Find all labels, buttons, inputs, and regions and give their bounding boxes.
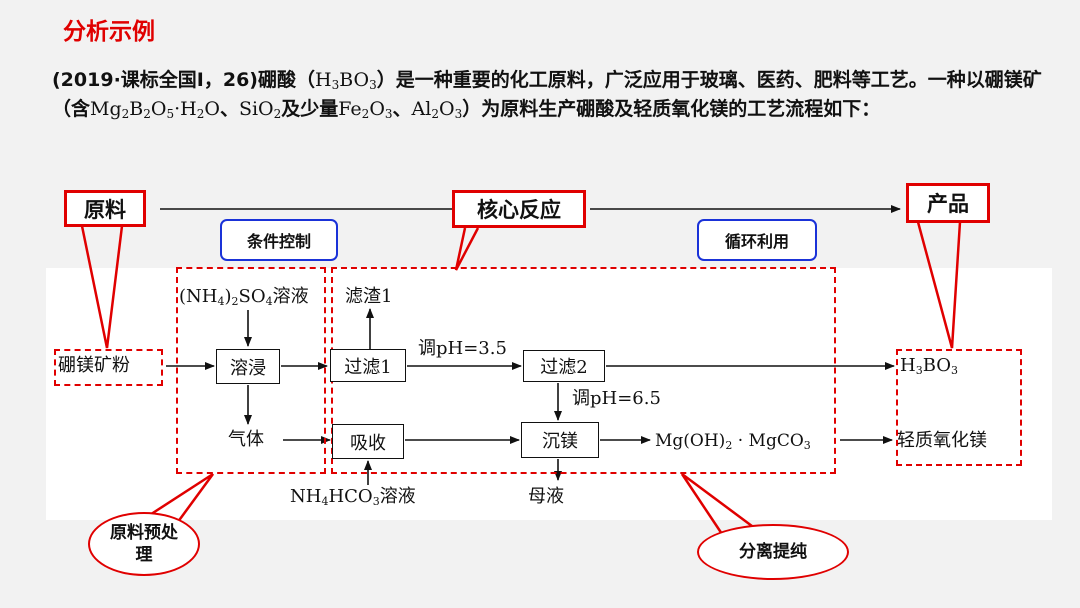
callout-recycle: 循环利用 bbox=[697, 219, 817, 261]
callout-raw: 原料 bbox=[64, 190, 146, 227]
problem-part-1: (2019·课标全国Ⅰ，26)硼酸（ bbox=[52, 69, 315, 91]
label-mother-liquor: 母液 bbox=[528, 486, 564, 507]
callout-core: 核心反应 bbox=[452, 190, 586, 228]
label-magnesium-carbonate: Mg(OH)2 · MgCO3 bbox=[655, 431, 811, 452]
node-absorb: 吸收 bbox=[332, 424, 404, 459]
formula-fe2o3: Fe2O3 bbox=[338, 98, 393, 121]
label-light-mgo: 轻质氧化镁 bbox=[897, 430, 987, 451]
region-pretreatment bbox=[176, 267, 326, 474]
problem-sep-2: 、 bbox=[392, 98, 412, 120]
formula-mineral: Mg2B2O5·H2O bbox=[90, 98, 220, 121]
label-residue-text: 滤渣1 bbox=[345, 286, 393, 307]
problem-part-2: ）是一种重要的化工原料，广泛应用于玻璃、医药、肥料等工艺。一种以硼镁矿（含 bbox=[52, 69, 1042, 120]
region-raw-material bbox=[54, 349, 163, 386]
node-leach: 溶浸 bbox=[216, 349, 280, 384]
label-ammonium-bicarbonate: NH4HCO3溶液 bbox=[290, 486, 416, 508]
label-residue: 滤渣1 bbox=[345, 286, 392, 308]
formula-h3bo3-inline: H3BO3 bbox=[314, 69, 377, 92]
problem-part-4: 及少量 bbox=[281, 98, 339, 120]
formula-sio2: SiO2 bbox=[238, 98, 282, 121]
problem-part-6: ）为原料生产硼酸及轻质氧化镁的工艺流程如下： bbox=[462, 98, 881, 120]
pointer-core bbox=[454, 227, 480, 271]
label-ammonium-bicarbonate-word: 溶液 bbox=[379, 486, 416, 507]
label-ph1: 调pH=3.5 bbox=[418, 338, 507, 359]
callout-pretreat: 原料预处理 bbox=[88, 512, 200, 576]
label-h3bo3: H3BO3 bbox=[900, 355, 959, 377]
problem-sep-1: 、 bbox=[219, 98, 239, 120]
node-precip: 沉镁 bbox=[521, 422, 599, 458]
label-ammonium-sulfate: (NH4)2SO4溶液 bbox=[179, 286, 309, 308]
callout-product: 产品 bbox=[906, 183, 990, 223]
node-ore: 硼镁矿粉 bbox=[58, 355, 130, 376]
node-filter2: 过滤2 bbox=[523, 350, 605, 382]
label-gas: 气体 bbox=[228, 429, 264, 450]
label-ph2: 调pH=6.5 bbox=[572, 388, 661, 409]
problem-text: (2019·课标全国Ⅰ，26)硼酸（H3BO3）是一种重要的化工原料，广泛应用于… bbox=[52, 66, 1062, 124]
section-heading: 分析示例 bbox=[63, 19, 155, 45]
label-dot: · bbox=[737, 431, 744, 451]
callout-separate: 分离提纯 bbox=[697, 524, 849, 580]
label-ammonium-sulfate-word: 溶液 bbox=[272, 286, 309, 307]
callout-pretreat-text: 原料预处理 bbox=[109, 523, 178, 565]
region-product bbox=[896, 349, 1022, 466]
formula-al2o3: Al2O3 bbox=[411, 98, 463, 121]
callout-condition: 条件控制 bbox=[220, 219, 338, 261]
node-filter1: 过滤1 bbox=[330, 349, 406, 382]
